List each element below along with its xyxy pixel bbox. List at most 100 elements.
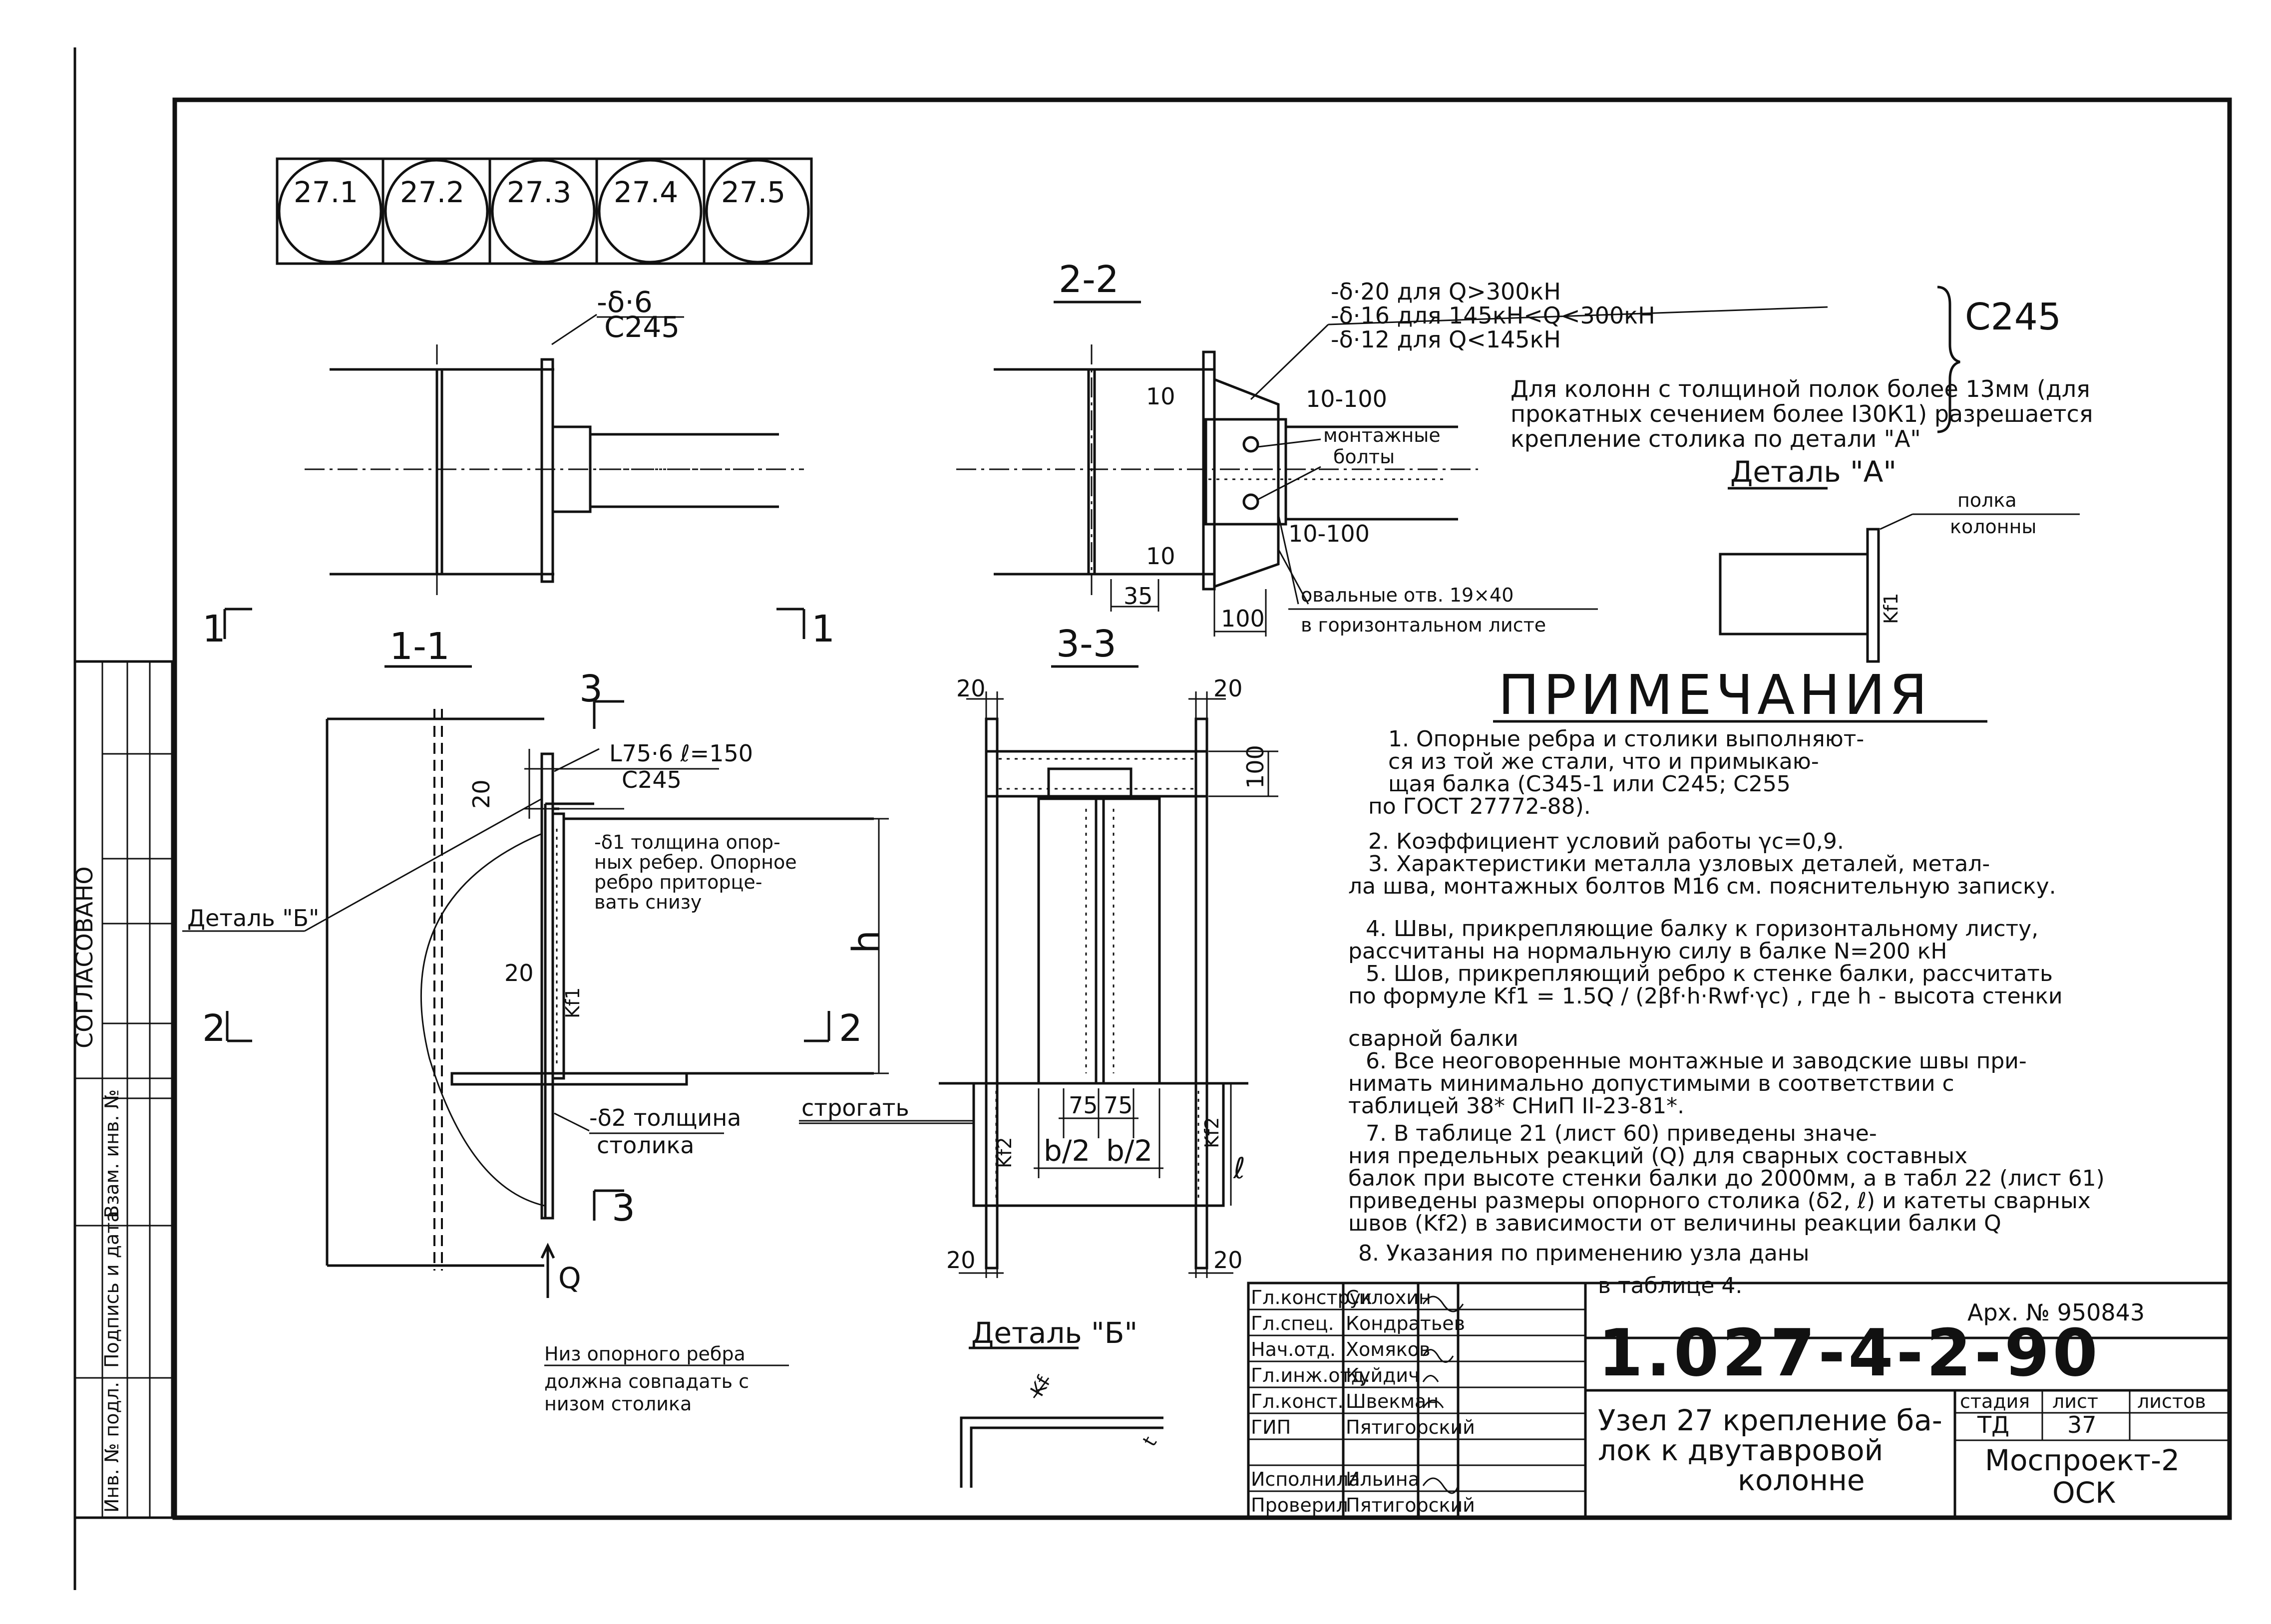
title-line-3: колонне (1738, 1463, 1865, 1497)
half-width-left: b/2 (1044, 1134, 1090, 1168)
rib-note-3: ребро приторце- (594, 871, 762, 893)
size-10-100-bottom: 10-100 (1288, 520, 1370, 547)
role-9: Проверил (1251, 1494, 1348, 1516)
title-block: Гл.конструк Гл.спец. Нач.отд. Гл.инж.отд… (1247, 1282, 2231, 1519)
plane-note: строгать (801, 1094, 909, 1121)
oval-holes-1: овальные отв. 19×40 (1301, 584, 1514, 606)
dim-20-br: 20 (1213, 1247, 1243, 1274)
name-1: Силохин (1346, 1287, 1431, 1308)
dim-20-side: 20 (504, 960, 534, 986)
note-7a: 7. В таблице 21 (лист 60) приведены знач… (1366, 1121, 1877, 1146)
name-8: Ильина (1346, 1468, 1420, 1490)
name-9: Пятигорский (1346, 1494, 1475, 1516)
ref-box-3: 27.3 (507, 175, 571, 209)
title-line-2: лок к двутавровой (1598, 1433, 1883, 1467)
stage-value: ТД (1977, 1411, 2009, 1438)
note-6b: нимать минимально допустимыми в соответс… (1348, 1071, 1954, 1096)
reaction-q: Q (558, 1261, 581, 1295)
note-1a: 1. Опорные ребра и столики выполняют- (1388, 726, 1864, 752)
header-stage: стадия (1960, 1390, 2030, 1412)
flange-label-1: полка (1957, 489, 2017, 511)
header-sheets: листов (2137, 1390, 2206, 1412)
section-1-left: 1 (202, 608, 226, 650)
dim-20-tr: 20 (1213, 675, 1243, 702)
title-line-1: Узел 27 крепление ба- (1598, 1403, 1942, 1437)
view-2-2: 2-2 10 10 10-100 10-100 монтажные болты … (956, 258, 2061, 637)
half-width-right: b/2 (1106, 1134, 1152, 1168)
name-6: Пятигорский (1346, 1416, 1475, 1438)
note-1d: по ГОСТ 27772-88). (1368, 794, 1591, 819)
plate-rule-2: -δ·16 для 145кН<Q<300кН (1331, 302, 1655, 329)
signature-4 (1422, 1375, 1439, 1382)
name-3: Хомяков (1346, 1338, 1430, 1360)
flange-label-2: колонны (1950, 516, 2036, 538)
role-3: Нач.отд. (1251, 1338, 1336, 1360)
detail-a-text-1: Для колонн с толщиной полок более 13мм (… (1511, 375, 2090, 402)
reference-boxes: 27.1 27.2 27.3 27.4 27.5 (276, 157, 813, 265)
section-2-right: 2 (839, 1007, 862, 1050)
note-6c: таблицей 38* СНиП II-23-81*. (1348, 1093, 1684, 1119)
angle-profile: L75·6 ℓ=150 (609, 740, 753, 767)
note-1c: щая балка (С345-1 или С245; С255 (1388, 771, 1791, 797)
size-10-100-top: 10-100 (1306, 385, 1387, 412)
header-sheet: лист (2052, 1390, 2098, 1412)
section-3-top: 3 (579, 667, 603, 710)
detail-b-title: Деталь "Б" (971, 1316, 1137, 1350)
bolts-label-1: монтажные (1323, 424, 1441, 446)
signature-8 (1422, 1477, 1459, 1494)
signature-1 (1422, 1296, 1464, 1312)
role-6: ГИП (1251, 1416, 1291, 1438)
note-6a: 6. Все неоговоренные монтажные и заводск… (1366, 1048, 2027, 1074)
role-8: Исполнила (1251, 1468, 1360, 1490)
note-3b: ла шва, монтажных болтов М16 см. пояснит… (1348, 874, 2056, 899)
agreed-label: СОГЛАСОВАНО (71, 866, 98, 1048)
angle-steel: С245 (622, 766, 682, 793)
sheet-value: 37 (2067, 1411, 2097, 1438)
weld-kf2-left: Kf2 (994, 1137, 1016, 1168)
weld-kf1: Kf1 (562, 987, 584, 1018)
archive-number: Арх. № 950843 (1967, 1299, 2145, 1326)
note-8a: 8. Указания по применению узла даны (1358, 1241, 1809, 1266)
stool-length-l: ℓ (1233, 1151, 1245, 1185)
stool-thickness-2: столика (597, 1132, 695, 1159)
thk-10-bottom: 10 (1146, 543, 1175, 570)
view-1-1: -δ·6 С245 1 1 1-1 (202, 285, 835, 668)
sign-date-label: Подпись и дата (101, 1211, 123, 1368)
view-3-3-title: 3-3 (1056, 623, 1117, 665)
section-1-right: 1 (811, 608, 835, 650)
rib-note-4: вать снизу (594, 891, 702, 913)
rib-note-1: -δ1 толщина опор- (594, 831, 780, 853)
left-margin-strip: СОГЛАСОВАНО Взам. инв. № Подпись и дата … (71, 660, 174, 1519)
note-5a: 5. Шов, прикрепляющий ребро к стенке бал… (1366, 961, 2053, 986)
signature-3 (1422, 1349, 1454, 1363)
dim-75-right: 75 (1104, 1092, 1133, 1119)
note-2: 2. Коэффициент условий работы γс=0,9. (1368, 829, 1844, 854)
note-5b: по формуле Kf1 = 1.5Q / (2βf·h·Rwf·γс) ,… (1348, 983, 2063, 1009)
detail-a-text-3: крепление столика по детали "А" (1511, 425, 1921, 452)
ref-box-4: 27.4 (614, 175, 678, 209)
plate-steel: С245 (604, 310, 680, 344)
note-4b: рассчитаны на нормальную силу в балке N=… (1348, 939, 1947, 964)
note-7b: ния предельных реакций (Q) для сварных с… (1348, 1143, 1967, 1169)
detail-a-text-2: прокатных сечением более I30К1) разрешае… (1511, 400, 2093, 427)
note-5c: сварной балки (1348, 1026, 1518, 1051)
rib-bottom-note-1: Низ опорного ребра (544, 1343, 746, 1365)
detail-b: Деталь "Б" Kf t (960, 1316, 1163, 1488)
view-3-3: 3-3 20 20 100 строгать 75 (799, 623, 1278, 1278)
plate-steel-grade: С245 (1965, 296, 2061, 338)
oval-holes-2: в горизонтальном листе (1301, 614, 1546, 636)
detail-b-kf: Kf (1026, 1372, 1055, 1400)
detail-b-callout: Деталь "Б" (187, 905, 319, 932)
role-4: Гл.инж.отд. (1251, 1364, 1370, 1386)
plate-rule-1: -δ·20 для Q>300кН (1331, 278, 1561, 305)
ref-box-5: 27.5 (721, 175, 785, 209)
role-2: Гл.спец. (1251, 1312, 1334, 1334)
orig-inv-label: Инв. № подл. (101, 1382, 123, 1513)
note-1b: ся из той же стали, что и примыкаю- (1388, 749, 1819, 774)
note-7e: швов (Kf2) в зависимости от величины реа… (1348, 1211, 2001, 1236)
main-elevation: 20 20 Kf1 L75·6 ℓ=150 С245 -δ1 толщина о… (182, 667, 889, 1415)
detail-a-kf: Kf1 (1880, 593, 1902, 624)
ref-box-1: 27.1 (294, 175, 358, 209)
role-1: Гл.конструк (1251, 1287, 1372, 1308)
